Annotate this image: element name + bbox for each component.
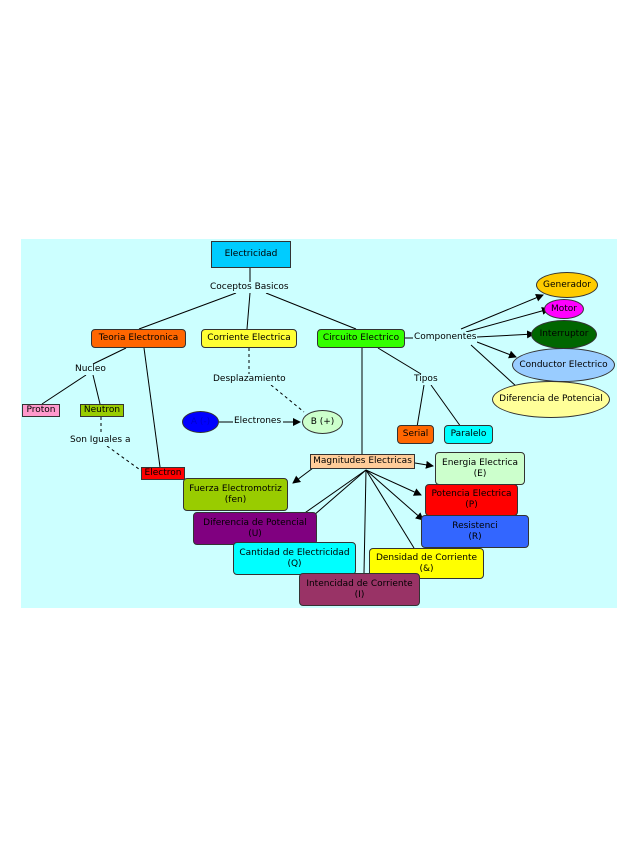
densidad-symbol: (&) (419, 563, 434, 574)
dif-potencial-name: Diferencia de Potencial (203, 517, 307, 528)
line-desplazamiento-b (270, 384, 305, 413)
concept-map: Electricidad Coceptos Basicos Nucleo Son… (21, 239, 617, 608)
line-mag-densidad (365, 469, 415, 549)
node-conductor-electrico[interactable]: Conductor Electrico (512, 348, 615, 382)
line-nucleo-proton (41, 374, 87, 405)
line-circuito-tipos (377, 347, 422, 375)
cantidad-name: Cantidad de Electricidad (239, 547, 350, 558)
node-potencia-electrica[interactable]: Potencia Electrica (P) (425, 484, 518, 516)
intensidad-name: Intencidad de Corriente (306, 578, 413, 589)
energia-symbol: (E) (473, 468, 487, 479)
line-coceptos-teoria (138, 292, 237, 330)
node-paralelo[interactable]: Paralelo (444, 425, 493, 444)
intensidad-symbol: (I) (354, 589, 365, 600)
node-teoria-electronica[interactable]: Teoria Electronica (91, 329, 186, 348)
node-electron[interactable]: Electron (141, 467, 185, 480)
node-diferencia-componente[interactable]: Diferencia de Potencial (492, 381, 610, 418)
potencia-symbol: (P) (465, 500, 478, 510)
node-a-minus[interactable]: A (-) (182, 411, 219, 433)
line-coceptos-circuito (265, 292, 357, 330)
node-motor[interactable]: Motor (544, 299, 584, 319)
energia-name: Energia Electrica (442, 457, 518, 468)
densidad-name: Densidad de Corriente (375, 552, 478, 563)
line-mag-dif-potencial (298, 469, 367, 518)
label-tipos: Tipos (413, 374, 439, 385)
node-corriente-electrica[interactable]: Corriente Electrica (201, 329, 297, 348)
node-magnitudes-electricas[interactable]: Magnitudes Electricas (310, 454, 415, 469)
line-comp-generador (460, 293, 544, 330)
node-interruptor[interactable]: Interruptor (531, 320, 597, 349)
line-mag-intensidad (363, 469, 367, 574)
node-b-plus[interactable]: B (+) (302, 410, 343, 434)
line-mag-energia (414, 460, 434, 469)
dif-potencial-symbol: (U) (248, 528, 262, 539)
cantidad-symbol: (Q) (287, 558, 302, 569)
node-proton[interactable]: Proton (22, 404, 60, 417)
connector-lines (41, 268, 550, 574)
line-teoria-electron (143, 347, 161, 468)
line-comp-interruptor (476, 330, 535, 339)
resistencia-symbol: (R) (468, 531, 482, 542)
fuerza-name: Fuerza Electromotriz (189, 483, 282, 494)
node-resistencia[interactable]: Resistenci (R) (421, 515, 529, 548)
node-electricidad[interactable]: Electricidad (211, 241, 291, 268)
line-tipos-paralelo (430, 384, 462, 428)
node-circuito-electrico[interactable]: Circuito Electrico (317, 329, 405, 348)
label-componentes: Componentes (413, 332, 478, 343)
node-generador[interactable]: Generador (536, 272, 598, 298)
line-mag-resistencia (365, 469, 424, 521)
node-neutron[interactable]: Neutron (80, 404, 124, 417)
line-comp-conductor (476, 341, 517, 359)
node-cantidad-electricidad[interactable]: Cantidad de Electricidad (Q) (233, 542, 356, 575)
line-nucleo-neutron (92, 374, 101, 405)
node-diferencia-potencial[interactable]: Diferencia de Potencial (U) (193, 512, 317, 545)
resistencia-name: Resistenci (452, 520, 498, 531)
node-fuerza-electromotriz[interactable]: Fuerza Electromotriz (fen) (183, 478, 288, 511)
line-mag-potencia (365, 469, 422, 496)
node-energia-electrica[interactable]: Energia Electrica (E) (435, 452, 525, 485)
label-nucleo: Nucleo (74, 364, 107, 375)
line-tipos-serial (416, 384, 425, 428)
potencia-name: Potencia Electrica (431, 489, 512, 499)
line-comp-diferencia (470, 344, 518, 388)
line-coceptos-corriente (246, 292, 251, 330)
node-intensidad-corriente[interactable]: Intencidad de Corriente (I) (299, 573, 420, 606)
line-son-electron (106, 445, 144, 473)
line-mag-fuerza (292, 467, 314, 484)
label-desplazamiento: Desplazamiento (212, 374, 287, 385)
line-teoria-nucleo (92, 347, 127, 365)
node-serial[interactable]: Serial (397, 425, 434, 444)
label-son-iguales: Son Iguales a (69, 435, 132, 446)
label-electrones: Electrones (233, 416, 283, 427)
line-comp-motor (465, 307, 550, 333)
fuerza-symbol: (fen) (224, 494, 247, 505)
label-coceptos: Coceptos Basicos (209, 282, 290, 293)
